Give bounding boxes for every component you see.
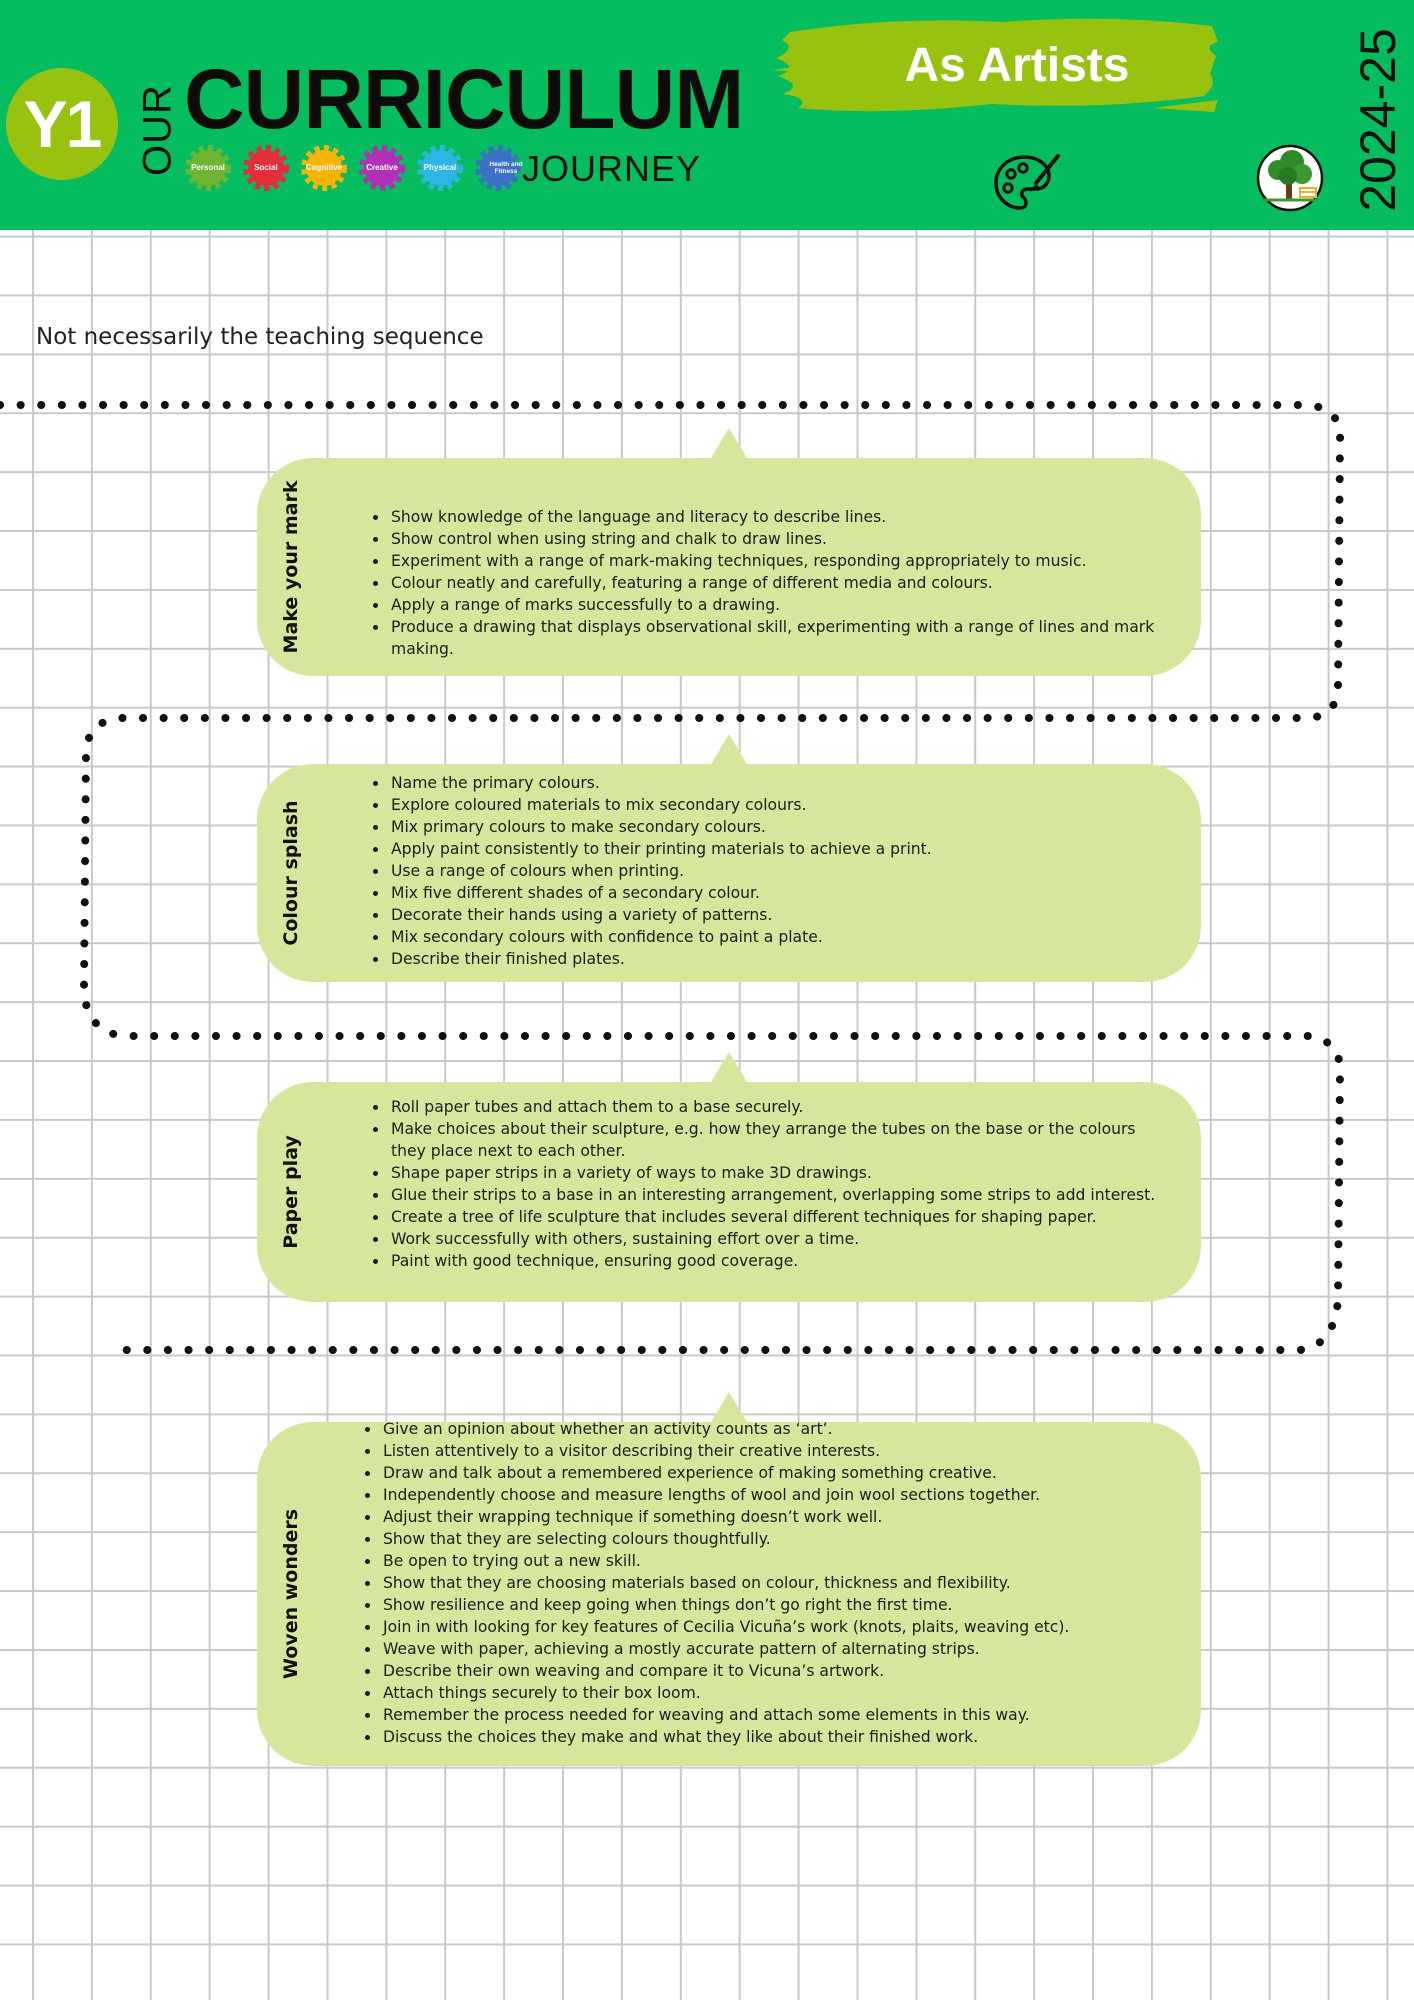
list-item: Weave with paper, achieving a mostly acc… [381,1638,1181,1660]
list-item: Join in with looking for key features of… [381,1616,1181,1638]
year-badge: Y1 [6,68,118,180]
list-item: Remember the process needed for weaving … [381,1704,1181,1726]
gear-label: Personal [191,163,225,172]
unit-title: Paper play [257,1082,325,1302]
list-item: Listen attentively to a visitor describi… [381,1440,1181,1462]
unit-title-text: Woven wonders [280,1508,302,1680]
objectives-list: Roll paper tubes and attach them to a ba… [367,1096,1169,1272]
list-item: Decorate their hands using a variety of … [389,904,1169,926]
school-logo [1244,132,1336,224]
list-item: Produce a drawing that displays observat… [389,616,1169,660]
unit-card-paper-play: Paper play Roll paper tubes and attach t… [257,1052,1201,1302]
list-item: Apply a range of marks successfully to a… [389,594,1169,616]
card-arrow [711,1392,747,1422]
brush-stroke-banner [772,18,1218,112]
list-item: Show resilience and keep going when thin… [381,1594,1181,1616]
list-item: Paint with good technique, ensuring good… [389,1250,1169,1272]
gear-label: Creative [366,163,398,172]
gear-icon-physical: Physical [416,144,464,192]
objectives-list: Give an opinion about whether an activit… [359,1418,1181,1748]
objectives-list: Name the primary colours. Explore colour… [367,772,1169,970]
list-item: Show that they are choosing materials ba… [381,1572,1181,1594]
objectives-list: Show knowledge of the language and liter… [367,506,1169,660]
list-item: Attach things securely to their box loom… [381,1682,1181,1704]
card-arrow [711,1052,747,1082]
list-item: Show control when using string and chalk… [389,528,1169,550]
gear-icon-creative: Creative [358,144,406,192]
list-item: Mix primary colours to make secondary co… [389,816,1169,838]
gear-label: Physical [423,163,457,172]
list-item: Show knowledge of the language and liter… [389,506,1169,528]
unit-title: Colour splash [257,764,325,982]
list-item: Shape paper strips in a variety of ways … [389,1162,1169,1184]
unit-title-text: Colour splash [280,800,302,946]
list-item: Colour neatly and carefully, featuring a… [389,572,1169,594]
gear-label: Cognitive [305,163,343,172]
list-item: Discuss the choices they make and what t… [381,1726,1181,1748]
gear-label: Health and Fitness [489,161,523,175]
unit-title-text: Make your mark [280,480,302,654]
unit-title: Woven wonders [257,1422,325,1766]
list-item: Describe their finished plates. [389,948,1169,970]
list-item: Experiment with a range of mark-making t… [389,550,1169,572]
list-item: Show that they are selecting colours tho… [381,1528,1181,1550]
list-item: Make choices about their sculpture, e.g.… [389,1118,1169,1162]
gear-icon-social: Social [242,144,290,192]
page-title: CURRICULUM [184,52,744,146]
list-item: Give an opinion about whether an activit… [381,1418,1181,1440]
list-item: Apply paint consistently to their printi… [389,838,1169,860]
list-item: Draw and talk about a remembered experie… [381,1462,1181,1484]
list-item: Mix secondary colours with confidence to… [389,926,1169,948]
gear-icon-cognitive: Cognitive [300,144,348,192]
subject-banner: As Artists [904,39,1130,92]
list-item: Describe their own weaving and compare i… [381,1660,1181,1682]
unit-card-colour-splash: Colour splash Name the primary colours. … [257,734,1201,982]
sequence-note: Not necessarily the teaching sequence [36,324,484,350]
page-subtitle: JOURNEY [522,148,702,189]
list-item: Work successfully with others, sustainin… [389,1228,1169,1250]
list-item: Create a tree of life sculpture that inc… [389,1206,1169,1228]
gear-icon-health-fitness: Health and Fitness [474,144,523,192]
unit-title: Make your mark [257,458,325,676]
list-item: Name the primary colours. [389,772,1169,794]
list-item: Independently choose and measure lengths… [381,1484,1181,1506]
list-item: Roll paper tubes and attach them to a ba… [389,1096,1169,1118]
unit-card-woven-wonders: Woven wonders Give an opinion about whet… [257,1392,1201,1766]
list-item: Use a range of colours when printing. [389,860,1169,882]
palette-brush-icon [994,154,1060,210]
list-item: Glue their strips to a base in an intere… [389,1184,1169,1206]
list-item: Explore coloured materials to mix second… [389,794,1169,816]
unit-card-make-your-mark: Make your mark Show knowledge of the lan… [257,428,1201,676]
gear-label: Social [254,163,278,172]
card-arrow [711,428,747,458]
unit-title-text: Paper play [280,1135,302,1249]
gear-icon-personal: Personal [184,144,232,192]
card-arrow [711,734,747,764]
list-item: Mix five different shades of a secondary… [389,882,1169,904]
list-item: Adjust their wrapping technique if somet… [381,1506,1181,1528]
list-item: Be open to trying out a new skill. [381,1550,1181,1572]
page-header: Y1 OUR CURRICULUM Personal Social Cognit… [0,0,1414,230]
